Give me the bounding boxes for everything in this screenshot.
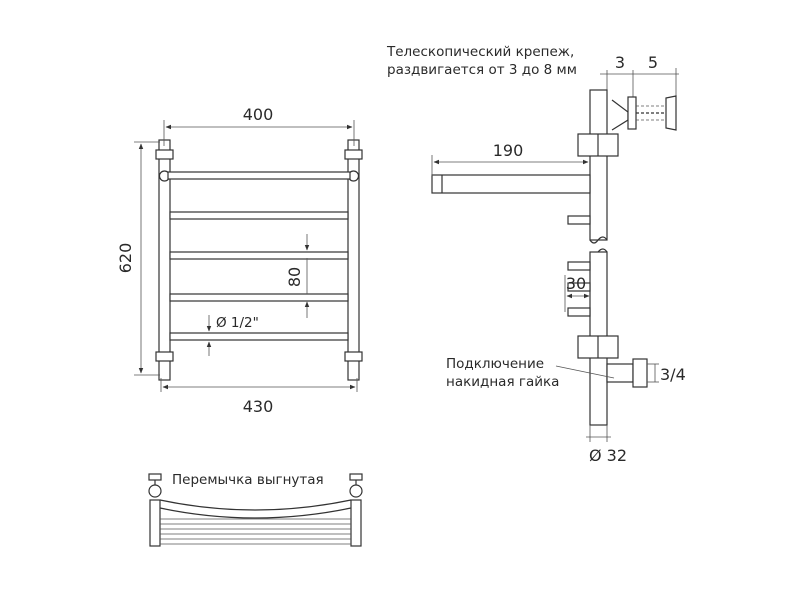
top-view-right-knob <box>349 484 363 498</box>
jumper-label: Перемычка выгнутая <box>172 472 324 488</box>
bracket-cone <box>611 99 629 131</box>
wall-anchor <box>665 95 677 131</box>
curved-jumper-outer <box>159 499 352 511</box>
connection-pipe <box>606 363 634 383</box>
right-bottom-fitting <box>344 351 363 362</box>
connection-label-line1: Подключение <box>446 356 544 372</box>
curved-jumper-inner <box>159 507 352 519</box>
break-top <box>589 236 608 244</box>
rung-stub-3 <box>567 282 591 292</box>
side-view: Телескопический крепеж, раздвигается от … <box>386 44 686 465</box>
dim-620-label: 620 <box>116 243 135 274</box>
left-post <box>158 139 171 381</box>
rung-stub-1 <box>567 215 591 225</box>
rung-3 <box>169 251 349 260</box>
dim-190-label: 190 <box>493 141 524 160</box>
mount-note-line1: Телескопический крепеж, <box>386 44 574 60</box>
left-bottom-fitting <box>155 351 174 362</box>
connection-leader <box>555 365 615 379</box>
dim-430-label: 430 <box>243 397 274 416</box>
bracket-plate <box>627 96 637 130</box>
front-view: 400 620 80 Ø 1/2" 430 <box>116 105 363 416</box>
dim-thread-label: 3/4 <box>660 365 686 384</box>
top-view-right-post <box>350 499 362 547</box>
dim-3-label: 3 <box>615 53 625 72</box>
dim-80-label: 80 <box>285 267 304 287</box>
connection-nut <box>632 358 648 388</box>
rung-4 <box>169 293 349 302</box>
dim-diameter-label: Ø 32 <box>589 446 627 465</box>
top-bar-side <box>431 174 591 194</box>
top-view-left-post <box>149 499 161 547</box>
dim-30-label: 30 <box>566 274 586 293</box>
rung-stub-2 <box>567 261 591 271</box>
dim-pipe-label: Ø 1/2" <box>216 315 259 331</box>
rung-5 <box>169 332 349 341</box>
dim-400-label: 400 <box>243 105 274 124</box>
top-view-right-cap <box>349 473 363 481</box>
rung-stub-4 <box>567 307 591 317</box>
right-post <box>347 139 360 381</box>
rung-1 <box>167 171 351 180</box>
top-view-left-knob <box>148 484 162 498</box>
right-top-fitting <box>344 149 363 160</box>
left-top-fitting <box>155 149 174 160</box>
dim-5-label: 5 <box>648 53 658 72</box>
connection-label-line2: накидная гайка <box>446 374 559 390</box>
rung-2 <box>169 211 349 220</box>
mount-note-line2: раздвигается от 3 до 8 мм <box>387 62 577 78</box>
top-view: Перемычка выгнутая <box>148 472 363 547</box>
side-post-upper <box>589 89 608 241</box>
top-view-left-cap <box>148 473 162 481</box>
